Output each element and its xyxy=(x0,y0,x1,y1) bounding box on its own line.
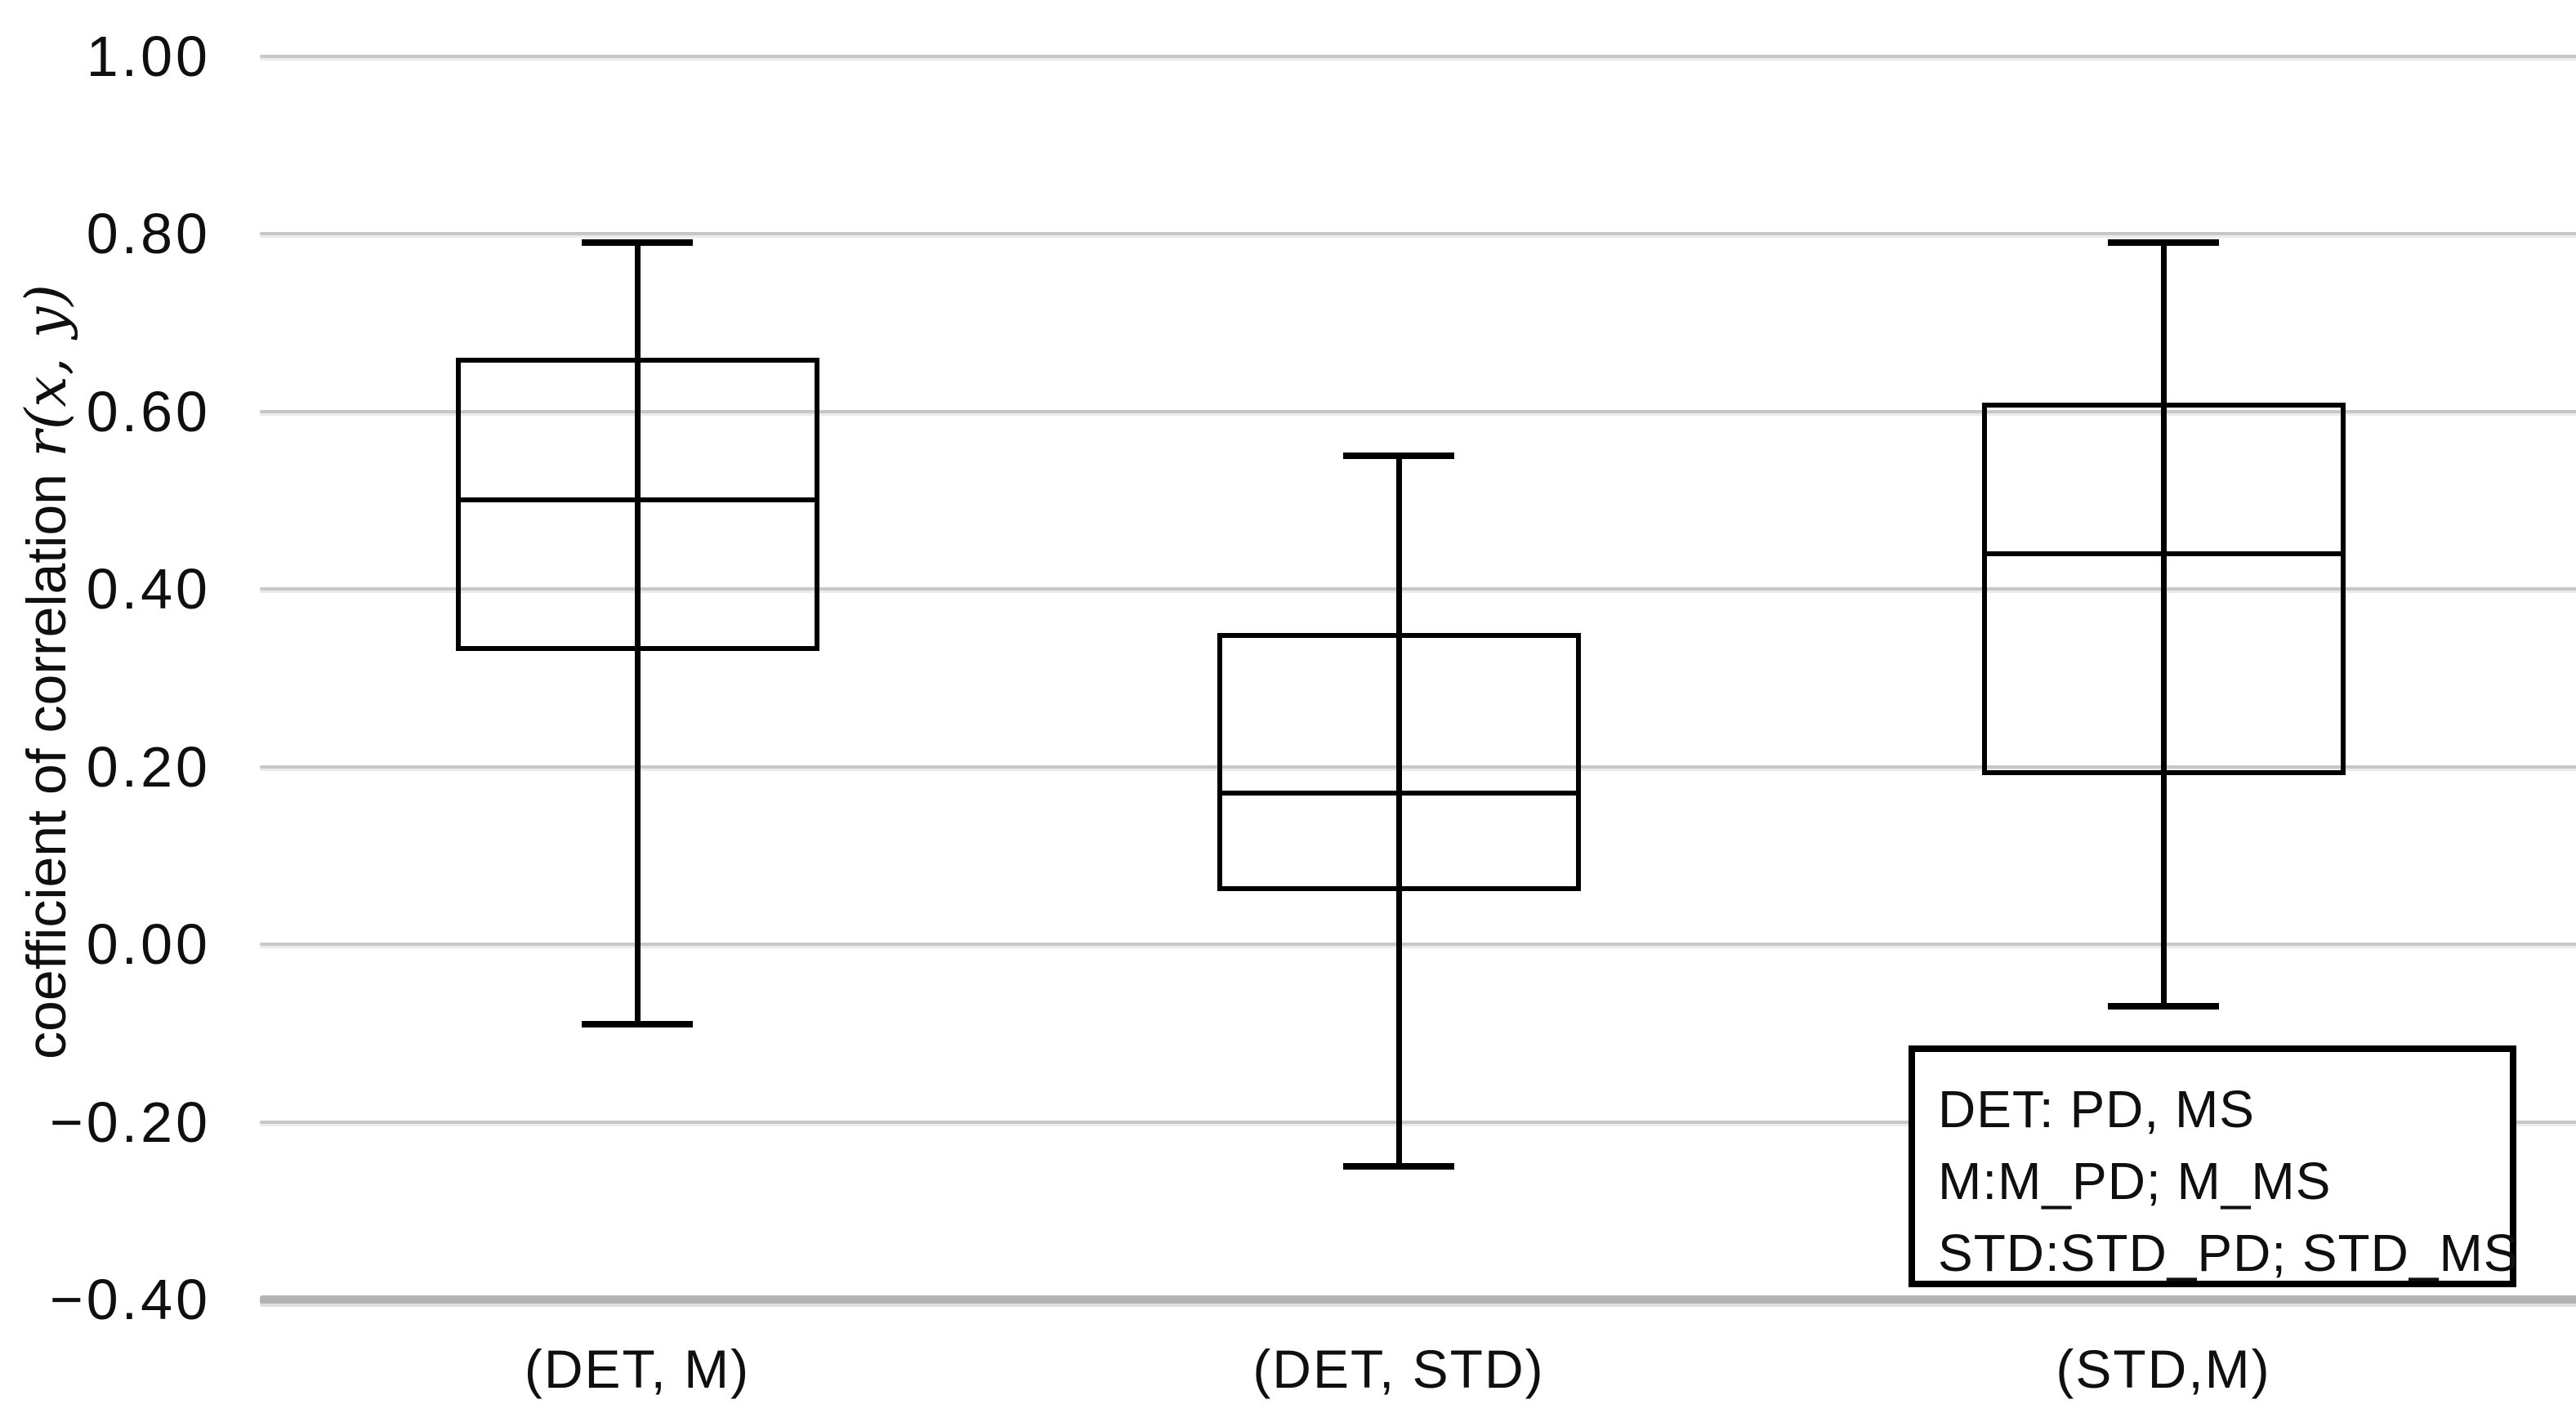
y-tick-label: 0.20 xyxy=(86,734,211,799)
gridline xyxy=(260,54,2576,58)
box-median-line xyxy=(1981,551,2346,556)
whisker-stem xyxy=(2160,242,2167,1007)
whisker-cap-bottom xyxy=(582,1020,693,1027)
y-tick-label: 0.60 xyxy=(86,379,211,444)
box-iqr xyxy=(1981,402,2346,776)
legend-line-std: STD:STD_PD; STD_MS xyxy=(1938,1224,2520,1282)
whisker-cap-bottom xyxy=(2108,1003,2219,1010)
gridline xyxy=(260,1120,2576,1124)
y-tick-label: 0.80 xyxy=(86,202,211,265)
y-tick-label: 0.00 xyxy=(86,912,211,976)
y-tick-label: 1.00 xyxy=(86,24,211,88)
gridline xyxy=(260,232,2576,235)
whisker-stem xyxy=(1395,455,1402,1166)
gridline xyxy=(260,943,2576,946)
whisker-stem xyxy=(634,242,641,1024)
x-axis-label: (DET, STD) xyxy=(1252,1339,1545,1399)
legend-line-det: DET: PD, MS xyxy=(1938,1080,2255,1139)
box-iqr xyxy=(1217,633,1581,891)
whisker-cap-top xyxy=(1343,452,1454,459)
y-tick-label: 0.40 xyxy=(86,557,211,621)
gridline xyxy=(260,409,2576,413)
box-median-line xyxy=(455,497,819,503)
x-axis-label: (DET, M) xyxy=(524,1339,751,1399)
whisker-cap-bottom xyxy=(1343,1162,1454,1170)
gridline xyxy=(260,587,2576,591)
whisker-cap-top xyxy=(2108,238,2219,246)
axis-baseline xyxy=(260,1295,2576,1304)
legend-box: DET: PD, MS M:M_PD; M_MS STD:STD_PD; STD… xyxy=(1909,1045,2520,1287)
x-axis-label: (STD,M) xyxy=(2056,1339,2271,1399)
gridline xyxy=(260,764,2576,769)
whisker-cap-top xyxy=(582,238,693,246)
box-median-line xyxy=(1217,791,1581,796)
y-tick-label: −0.20 xyxy=(49,1090,211,1154)
legend-line-m: M:M_PD; M_MS xyxy=(1938,1152,2332,1210)
y-tick-label: −0.40 xyxy=(49,1268,211,1331)
box-iqr xyxy=(455,358,819,652)
